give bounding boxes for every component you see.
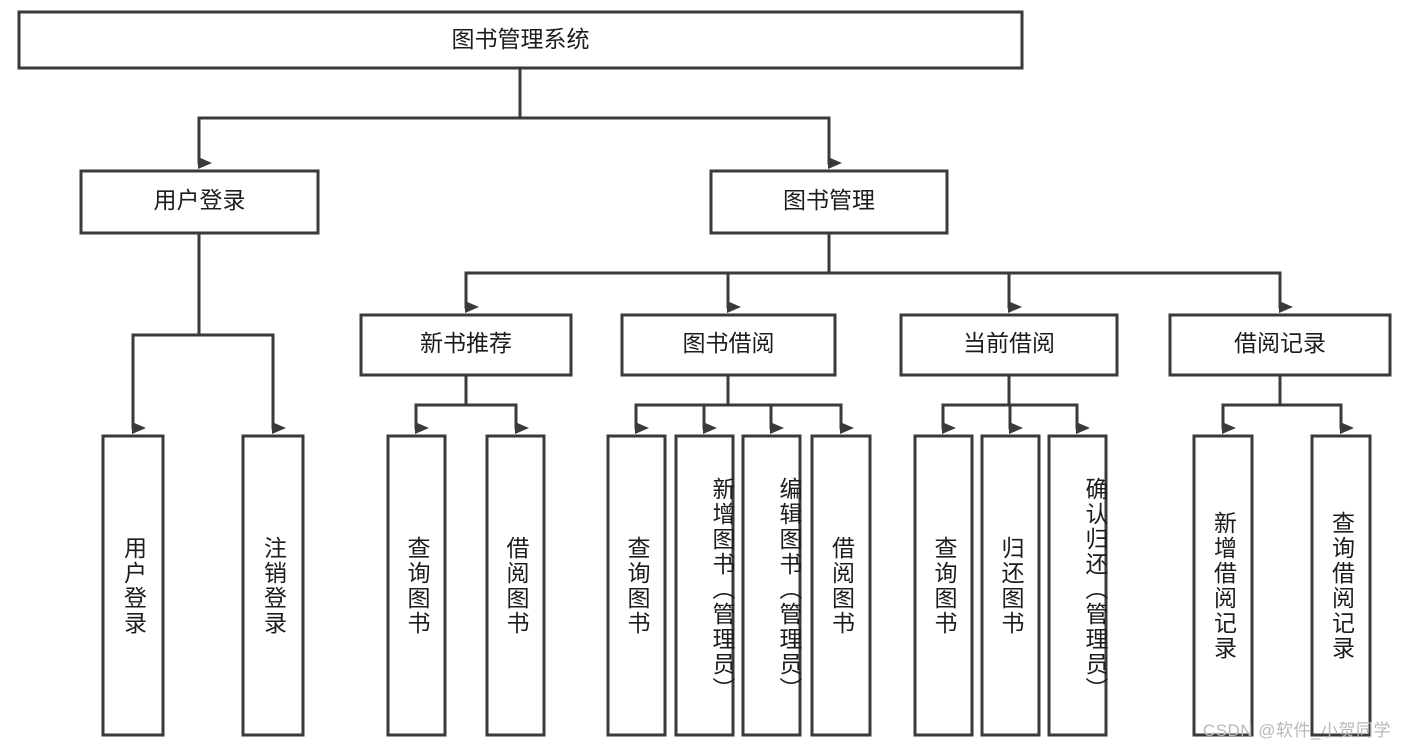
node-box-leaf-logout[interactable] [241, 434, 305, 737]
node-label-root: 图书管理系统 [452, 26, 590, 52]
node-box-new-book-recommend[interactable] [359, 313, 573, 377]
node-box-book-management[interactable] [709, 169, 949, 235]
node-box-leaf-query-borrow-record[interactable] [1310, 434, 1372, 737]
node-box-leaf-query-book-1[interactable] [386, 434, 447, 737]
node-box-leaf-borrow-book-2[interactable] [810, 434, 872, 737]
node-box-leaf-return-book[interactable] [980, 434, 1041, 737]
connector-group-book-borrow [634, 373, 854, 434]
connector-group-user-login [131, 231, 286, 434]
node-label-book-management: 图书管理 [783, 187, 875, 213]
node-label-user-login: 用户登录 [154, 187, 246, 213]
connector-group-book-management [464, 231, 1293, 313]
node-box-root[interactable] [17, 10, 1024, 70]
node-box-leaf-borrow-book-1[interactable] [485, 434, 546, 737]
node-box-leaf-edit-book[interactable] [741, 434, 802, 737]
node-box-leaf-confirm-return[interactable] [1047, 434, 1108, 737]
node-label-current-borrow: 当前借阅 [963, 330, 1055, 356]
node-box-leaf-query-book-3[interactable] [913, 434, 974, 737]
node-box-current-borrow[interactable] [899, 313, 1119, 377]
node-box-borrow-record[interactable] [1168, 313, 1392, 377]
node-box-leaf-query-book-2[interactable] [606, 434, 667, 737]
node-label-borrow-record: 借阅记录 [1234, 330, 1326, 356]
node-box-leaf-user-login[interactable] [101, 434, 165, 737]
connector-group-root [197, 66, 842, 169]
connector-group-new-book-recommend [414, 373, 529, 434]
node-label-book-borrow: 图书借阅 [683, 330, 775, 356]
node-box-leaf-add-book[interactable] [674, 434, 735, 737]
node-box-leaf-add-borrow-record[interactable] [1192, 434, 1254, 737]
connector-group-current-borrow [941, 373, 1090, 434]
connector-group-borrow-record [1221, 373, 1354, 434]
node-box-book-borrow[interactable] [620, 313, 837, 377]
node-label-new-book-recommend: 新书推荐 [420, 330, 512, 356]
node-box-user-login[interactable] [79, 169, 320, 235]
watermark-text: CSDN @软件_小贺同学 [1202, 721, 1391, 740]
